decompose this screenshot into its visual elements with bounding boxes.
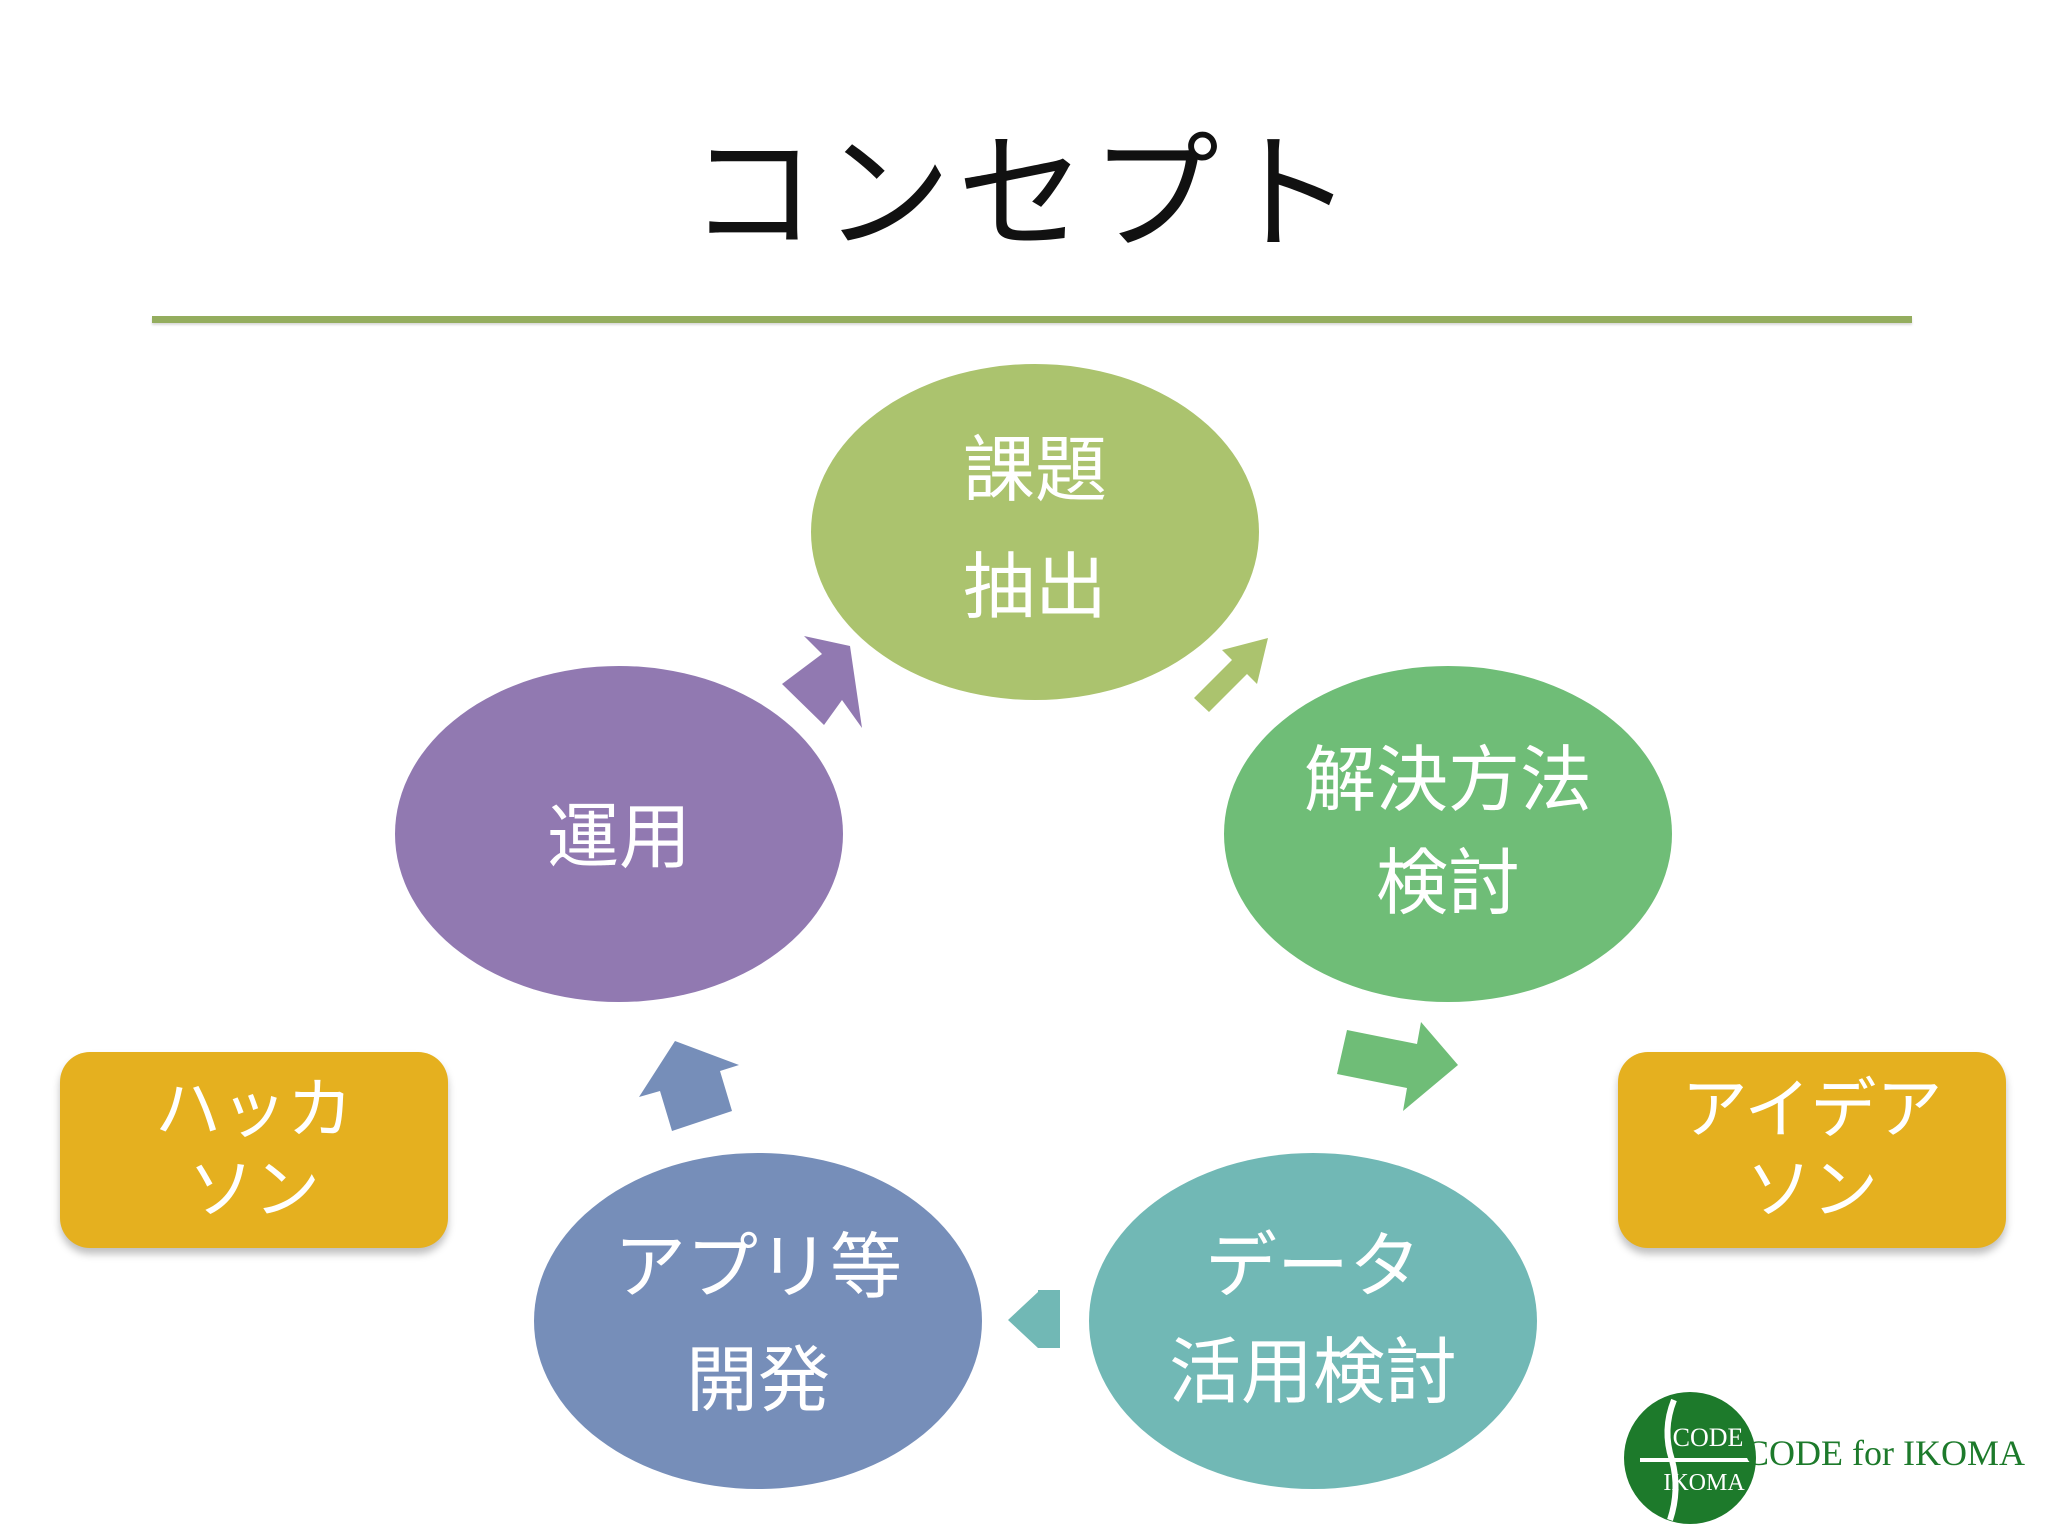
node-data-line-1: データ	[1205, 1224, 1421, 1308]
arrow-issue-to-solution	[1194, 638, 1268, 712]
node-solution-line-2: 検討	[1376, 841, 1520, 925]
code-for-ikoma-logo: CODE IKOMA	[1624, 1392, 1756, 1524]
ideathon-line-2: ソン	[1746, 1151, 1878, 1228]
arrow-ops-to-issue	[782, 636, 862, 728]
slide-title: コンセプト	[688, 120, 1359, 269]
node-data-line-2: 活用検討	[1169, 1330, 1457, 1414]
logo-badge-bottom-text: IKOMA	[1663, 1470, 1745, 1496]
node-solution-line-1: 解決方法	[1304, 738, 1592, 822]
arrow-solution-to-data	[1337, 1022, 1458, 1111]
node-app-line-2: 開発	[686, 1338, 830, 1422]
logo-badge-top-text: CODE	[1673, 1423, 1744, 1452]
hackathon-box: ハッカ ソン	[60, 1052, 448, 1248]
ideathon-line-1: アイデア	[1681, 1071, 1943, 1148]
arrow-app-to-ops	[639, 1041, 739, 1131]
node-solution: 解決方法 検討	[1224, 666, 1672, 1002]
arrow-data-to-app	[1008, 1290, 1060, 1348]
node-issue: 課題 抽出	[811, 364, 1259, 700]
node-ops: 運用	[395, 666, 843, 1002]
node-app-line-1: アプリ等	[614, 1225, 902, 1309]
node-ops-line-1: 運用	[547, 795, 691, 879]
hackathon-line-1: ハッカ	[155, 1071, 353, 1148]
title-divider	[152, 316, 1912, 323]
node-issue-line-2: 抽出	[963, 545, 1107, 629]
ideathon-box: アイデア ソン	[1618, 1052, 2006, 1248]
hackathon-line-2: ソン	[188, 1151, 320, 1228]
node-data: データ 活用検討	[1089, 1153, 1537, 1489]
node-issue-line-1: 課題	[963, 428, 1107, 512]
logo-wordmark: CODE for IKOMA	[1745, 1433, 2025, 1473]
node-app: アプリ等 開発	[534, 1153, 982, 1489]
